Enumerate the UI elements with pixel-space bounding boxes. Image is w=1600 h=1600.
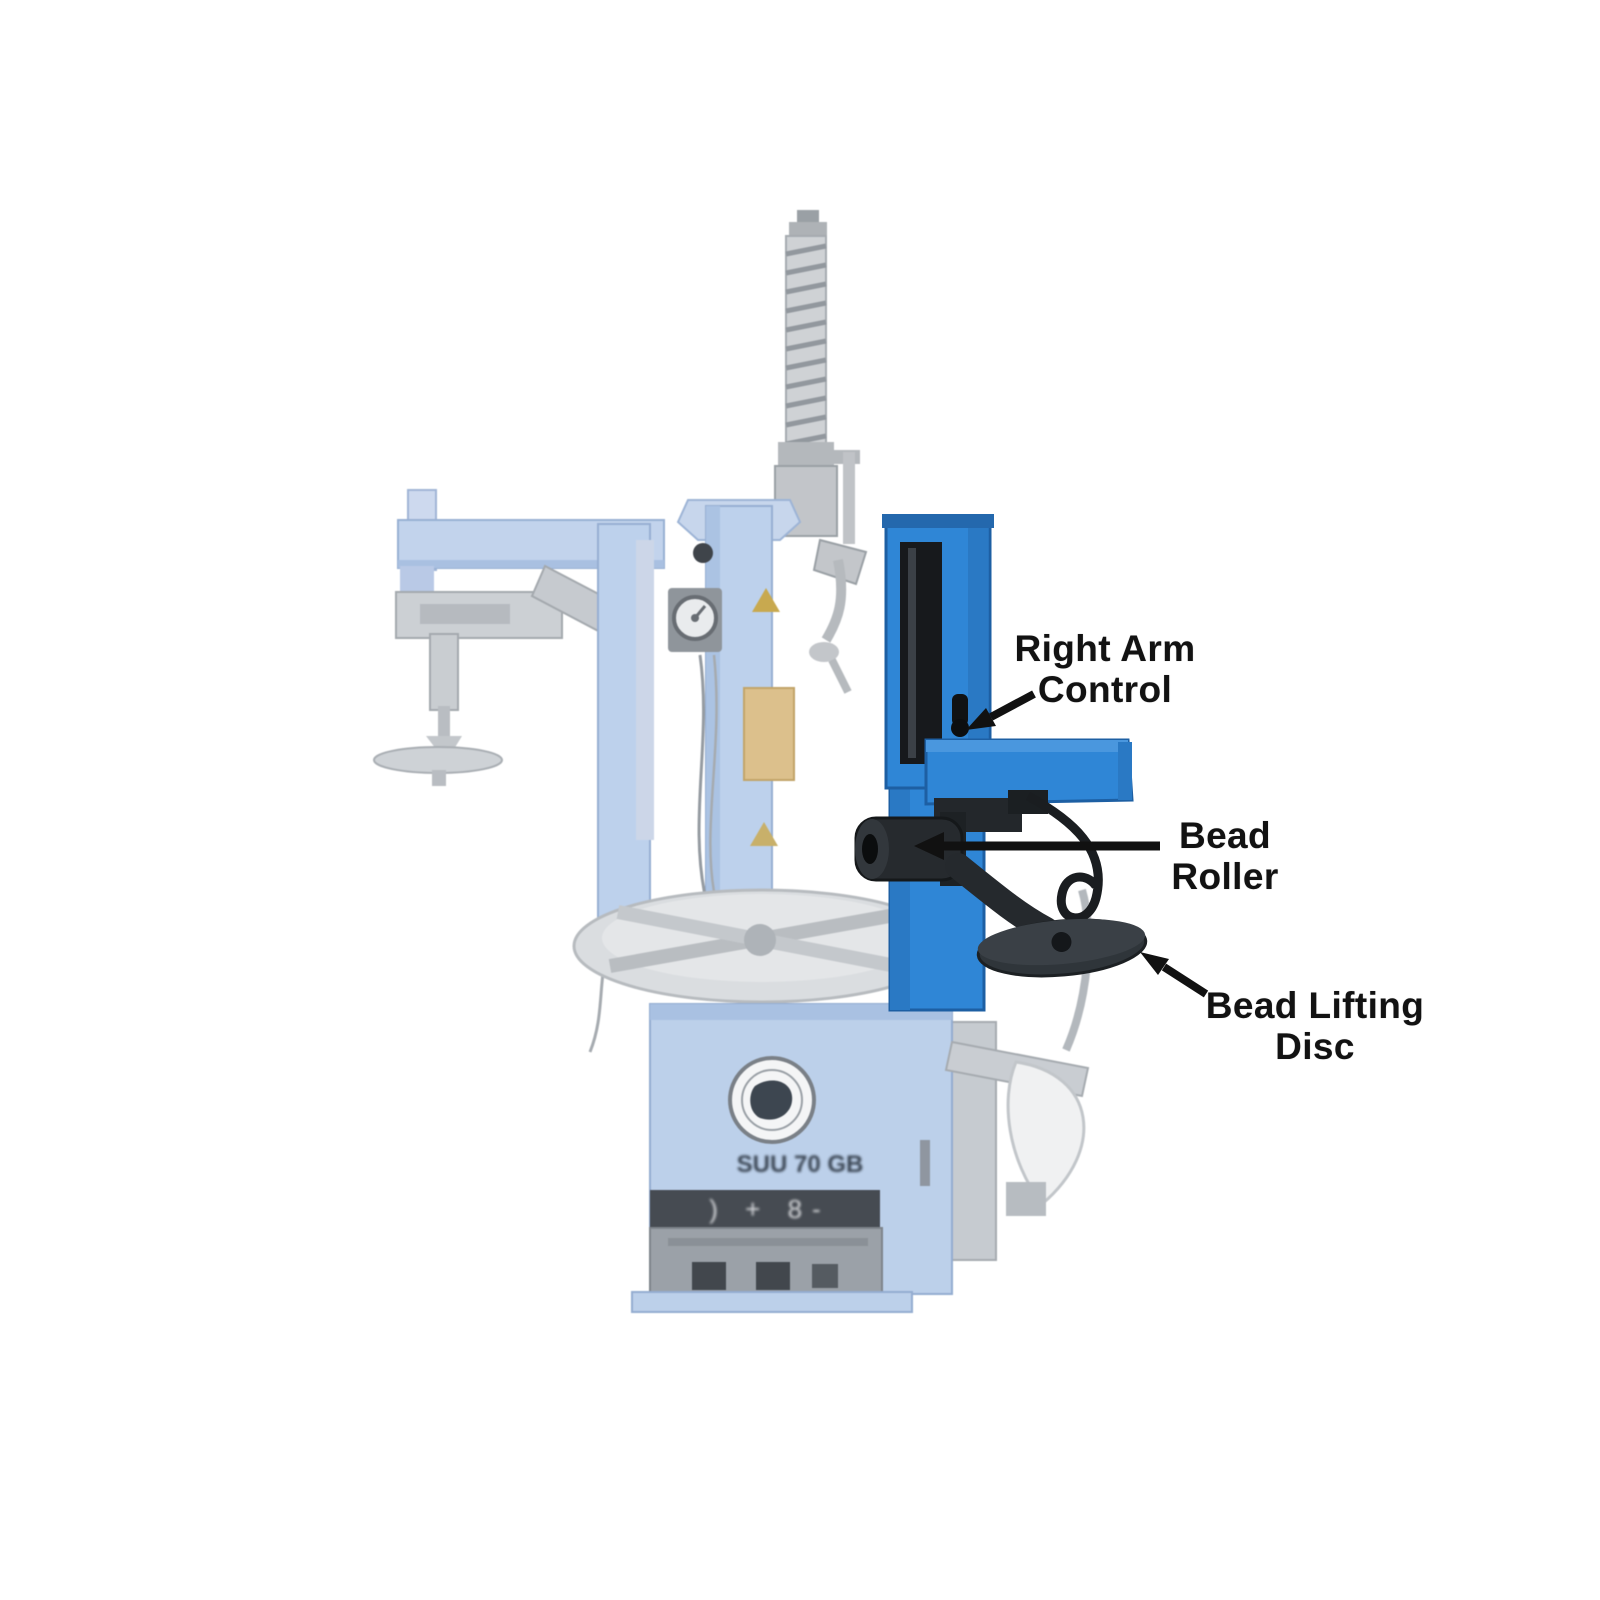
right-arm-assembly — [854, 514, 1148, 1012]
label-line: Control — [1037, 669, 1173, 710]
control-strip — [650, 1190, 880, 1228]
spec-label-plate — [743, 687, 795, 781]
label-line: Right Arm — [1014, 628, 1196, 669]
label-right-arm-control: Right Arm Control — [960, 628, 1250, 710]
pedal-panel — [649, 1227, 883, 1299]
pedal — [756, 1262, 790, 1290]
right-horizontal-arm — [924, 738, 1134, 832]
mount-head — [809, 450, 868, 694]
annotations — [914, 690, 1209, 998]
arrow-bead-lifting-disc — [1140, 952, 1209, 998]
support-column — [597, 523, 654, 935]
model-text: SUU 70 GB — [737, 1151, 864, 1178]
column-knob — [693, 543, 713, 563]
warning-triangle-icon — [750, 822, 778, 846]
pedal-symbols: ) + 8- — [709, 1194, 830, 1224]
right-arm-tower — [882, 514, 994, 1012]
spring-rod — [774, 210, 838, 537]
label-line: Bead Lifting — [1205, 985, 1425, 1026]
brand-logo — [728, 1056, 816, 1144]
right-arm-control-lever[interactable] — [951, 694, 969, 737]
turntable — [572, 888, 952, 1004]
label-bead-roller: Bead Roller — [1145, 815, 1305, 897]
label-bead-lifting-disc: Bead Lifting Disc — [1165, 985, 1465, 1067]
pedal — [692, 1262, 726, 1290]
pressure-gauge — [668, 588, 722, 652]
bead-lifting-disc — [945, 853, 1148, 978]
cabinet: SUU 70 GB ) + 8- — [631, 1003, 997, 1313]
arrow-bead-roller — [914, 832, 1160, 860]
label-line: Roller — [1171, 856, 1279, 897]
label-line: Disc — [1275, 1026, 1355, 1067]
label-line: Bead — [1178, 815, 1272, 856]
pedal — [812, 1264, 838, 1288]
machine-body-faded: SUU 70 GB ) + 8- — [373, 210, 1093, 1313]
warning-triangle-icon — [752, 588, 780, 612]
hydraulic-hose — [1025, 792, 1103, 923]
drop-center-tool — [373, 633, 503, 786]
arrow-right-arm-control — [966, 690, 1036, 730]
base-plate — [631, 1291, 913, 1313]
main-column — [676, 499, 802, 937]
